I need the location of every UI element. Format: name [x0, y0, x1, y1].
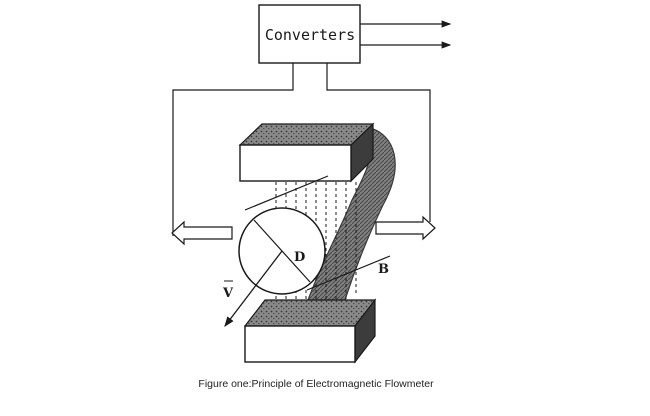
- converters-label: Converters: [265, 26, 355, 44]
- converters-box: Converters: [258, 4, 361, 64]
- left-electrode-arrow: [171, 220, 233, 246]
- lower-magnet: [243, 298, 377, 364]
- left-wire: [172, 63, 294, 236]
- figure-caption: Figure one:Principle of Electromagnetic …: [198, 378, 434, 390]
- velocity-label: V: [222, 286, 234, 301]
- diameter-label: D: [294, 250, 305, 265]
- upper-magnet: [238, 122, 375, 183]
- output-signal-arrows: [360, 20, 452, 49]
- right-wire: [326, 63, 431, 222]
- velocity-arrow: V: [222, 250, 283, 328]
- field-label: B: [378, 262, 389, 277]
- right-electrode-arrow: [375, 215, 436, 241]
- electrode-wires: [172, 63, 431, 236]
